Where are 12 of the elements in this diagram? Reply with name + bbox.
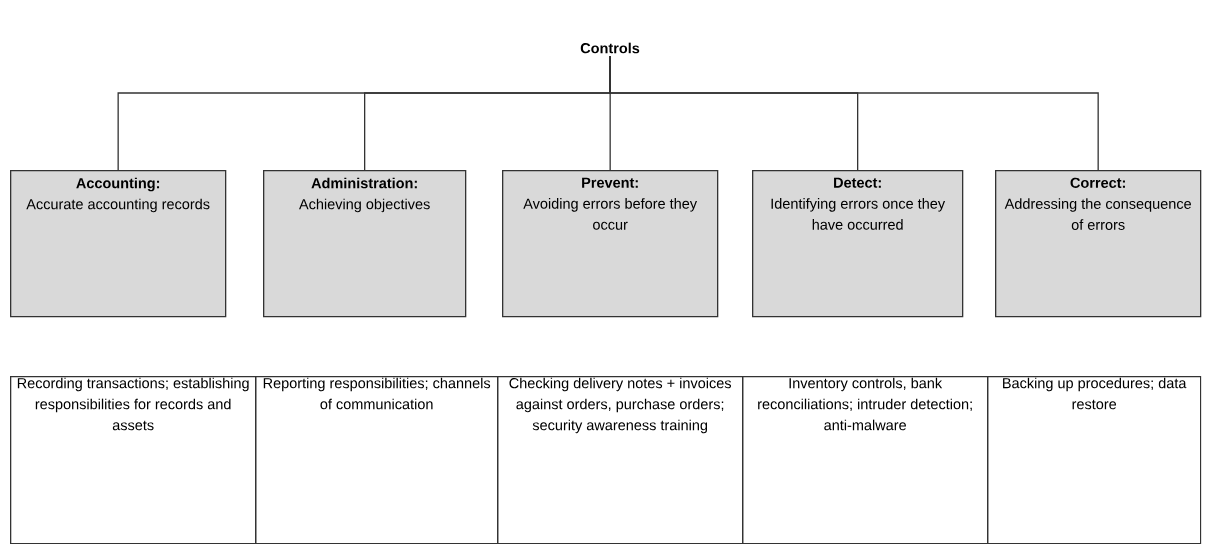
root-label: Controls	[580, 42, 640, 54]
category-box: Correct: Addressing the consequence of errors	[995, 170, 1202, 318]
category-box: Accounting: Accurate accounting records	[10, 170, 227, 318]
example-box: Reporting responsibilities; channels of communication	[255, 376, 499, 544]
example-box: Recording transactions; establishing responsibilities for records and assets	[10, 376, 257, 544]
example-box: Inventory controls, bank reconciliations; intruder detection; anti-malware	[742, 376, 989, 544]
connector-line	[609, 55, 1099, 171]
category-box: Prevent: Avoiding errors before they occur	[502, 170, 719, 318]
category-box: Detect: Identifying errors once they have occurred	[752, 170, 964, 318]
example-box: Backing up procedures; data restore	[987, 376, 1202, 544]
category-box: Administration: Achieving objectives	[263, 170, 467, 318]
example-box: Checking delivery notes + invoices against orders, purchase orders; security awareness training	[497, 376, 744, 544]
